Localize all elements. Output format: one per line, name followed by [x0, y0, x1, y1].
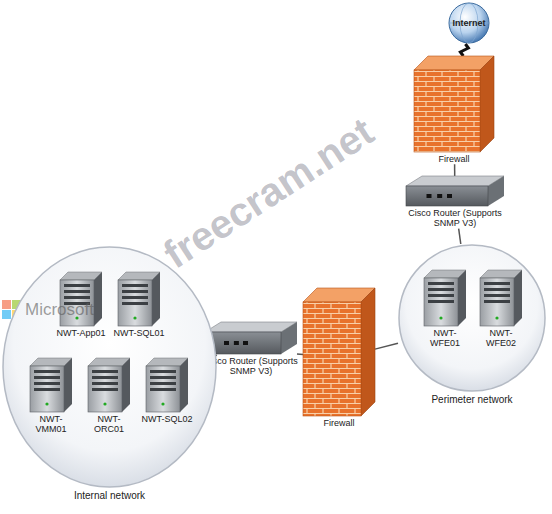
watermark: freecram.net [156, 109, 382, 278]
server-shape [88, 358, 130, 412]
node-caption: Cisco Router (Supports SNMP V3) [203, 356, 299, 377]
lightning-link [460, 44, 468, 56]
server-icon: NWT-SQL01 [118, 272, 160, 338]
node-caption: NWT-VMM01 [25, 414, 77, 435]
server-shape [30, 358, 72, 412]
router-shape [205, 322, 297, 354]
node-caption: NWT-ORC01 [83, 414, 135, 435]
node-caption: NWT-App01 [55, 328, 107, 338]
firewall-shape [303, 288, 375, 416]
server-icon: NWT-ORC01 [88, 358, 130, 435]
node-caption: Internal network [2, 490, 217, 502]
node-caption: NWT-SQL02 [141, 414, 193, 424]
node-caption: Cisco Router (Supports SNMP V3) [406, 208, 504, 229]
server-icon: NWT-WFE02 [480, 270, 522, 349]
server-shape [146, 358, 188, 412]
node-caption: Perimeter network [398, 394, 546, 406]
server-icon: NWT-VMM01 [30, 358, 72, 435]
node-label: Internet [446, 18, 492, 28]
node-caption: Firewall [303, 418, 375, 428]
server-icon: NWT-SQL02 [146, 358, 188, 424]
router-shape [406, 176, 504, 206]
network-link [375, 343, 398, 349]
bubble-shape [398, 244, 546, 392]
router-icon: Cisco Router (Supports SNMP V3) [205, 322, 297, 377]
network-link [459, 229, 461, 244]
node-caption: NWT-WFE01 [419, 328, 471, 349]
firewall-shape [414, 56, 494, 152]
node-caption: NWT-WFE02 [475, 328, 527, 349]
firewall-icon: Firewall [414, 56, 494, 164]
node-caption: NWT-SQL01 [113, 328, 165, 338]
network-zone: Perimeter networkNWT-WFE01NWT-WFE02 [398, 244, 546, 406]
server-shape [424, 270, 466, 326]
firewall-icon: Firewall [303, 288, 375, 428]
router-icon: Cisco Router (Supports SNMP V3) [406, 176, 504, 229]
server-icon: NWT-WFE01 [424, 270, 466, 349]
server-shape [480, 270, 522, 326]
node-caption: Firewall [414, 154, 494, 164]
watermark-logo-text: Microsoft [25, 300, 94, 320]
server-shape [118, 272, 160, 326]
network-link [454, 164, 456, 176]
network-zone: Internal network NWT-App01 NWT-SQL01NWT-VM… [2, 246, 217, 502]
network-link [297, 353, 303, 355]
globe-icon: Internet [446, 2, 492, 44]
